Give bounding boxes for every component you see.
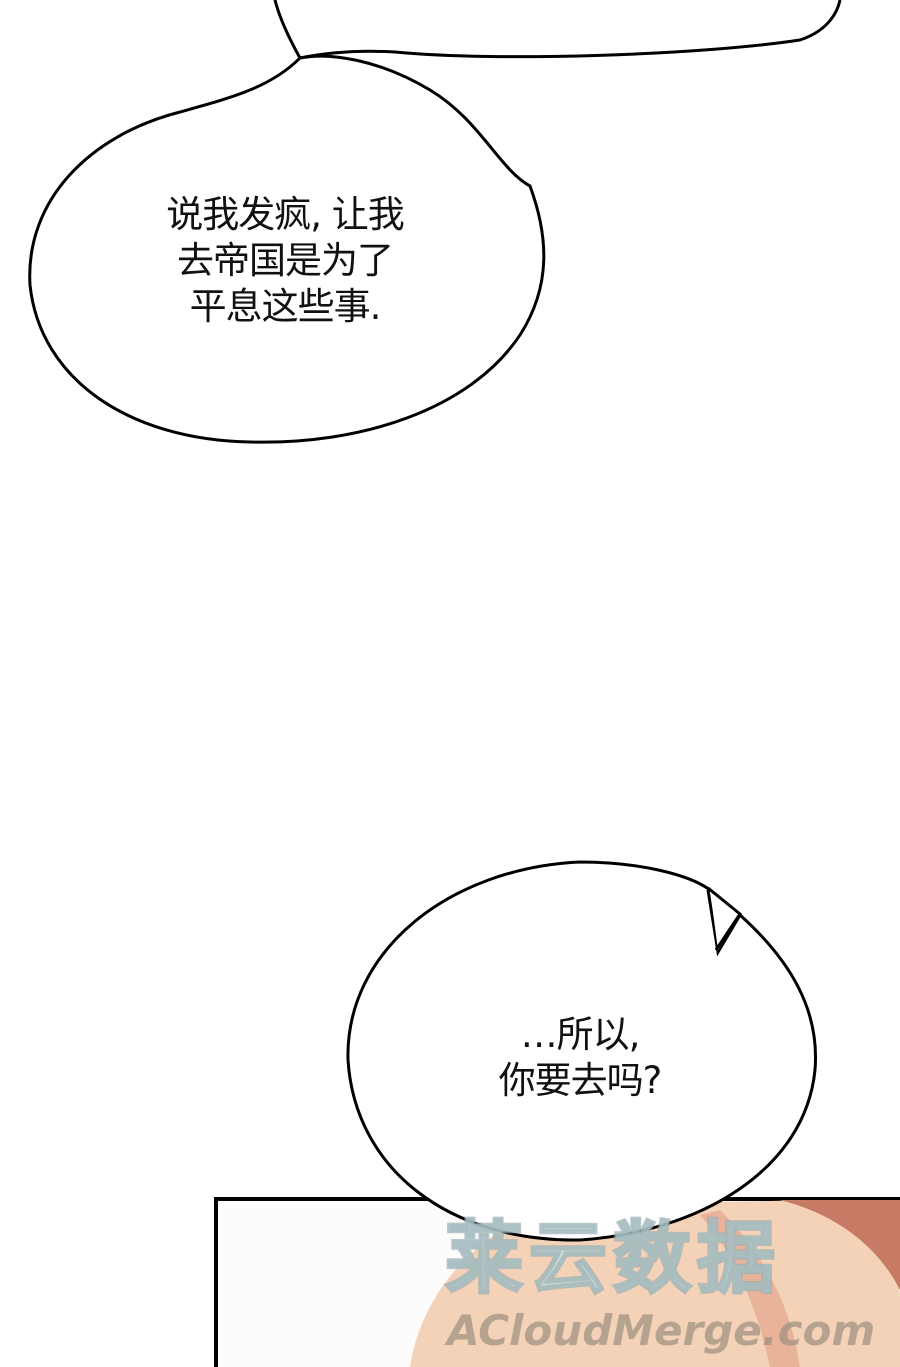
speech-bubble-top <box>273 0 842 60</box>
watermark-en: ACloudMerge.com <box>447 1306 876 1355</box>
speech-line: 平息这些事. <box>189 285 382 328</box>
hair-shadow <box>780 1200 900 1290</box>
speech-text-right: …所以, 你要去吗? <box>460 1012 700 1104</box>
speech-line: 你要去吗? <box>498 1059 663 1102</box>
speech-line: 去帝国是为了 <box>177 239 394 282</box>
watermark-cn: 莱云数据 <box>443 1213 782 1306</box>
speech-line: 说我发疯, 让我 <box>166 193 405 236</box>
speech-text-left: 说我发疯, 让我 去帝国是为了 平息这些事. <box>120 192 450 330</box>
speech-bubble-left <box>28 54 546 444</box>
speech-line: …所以, <box>520 1013 641 1056</box>
